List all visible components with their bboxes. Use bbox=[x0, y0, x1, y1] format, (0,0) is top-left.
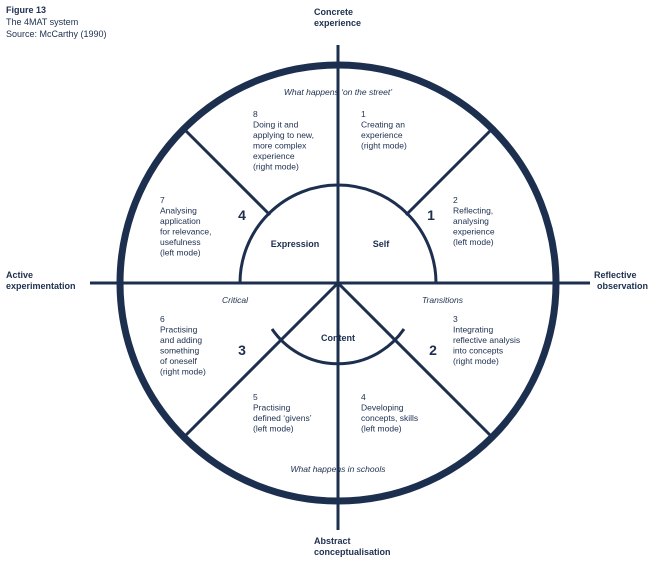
divider-upper-left bbox=[184, 129, 272, 217]
figure-caption: Figure 13 The 4MAT system Source: McCart… bbox=[6, 4, 107, 40]
figure-title: The 4MAT system bbox=[6, 17, 79, 27]
center-label-expression: Expression bbox=[271, 239, 320, 249]
segment-2-text: 2 Reflecting, analysing experience (left… bbox=[453, 195, 497, 247]
inner-upper-semicircle bbox=[238, 183, 438, 284]
axis-label-left: Active experimentation bbox=[6, 270, 76, 291]
segment-3-text: 3 Integrating reflective analysis into c… bbox=[453, 314, 522, 366]
axis-label-right: Reflective observation bbox=[594, 270, 648, 291]
axis-label-bottom: Abstract conceptualisation bbox=[314, 536, 391, 557]
outer-circle bbox=[116, 61, 560, 505]
divider-lower-right bbox=[336, 281, 492, 437]
quadrant-number-1: 1 bbox=[427, 207, 435, 223]
side-label-critical: Critical bbox=[222, 295, 249, 305]
quadrant-number-4: 4 bbox=[238, 207, 246, 223]
center-label-content: Content bbox=[321, 333, 355, 343]
segment-8-text: 8 Doing it and applying to new, more com… bbox=[253, 109, 316, 172]
inner-lower-arc bbox=[270, 328, 406, 366]
side-label-transitions: Transitions bbox=[422, 295, 464, 305]
divider-upper-right bbox=[404, 129, 492, 217]
figure-source: Source: McCarthy (1990) bbox=[6, 29, 107, 39]
quadrant-number-2: 2 bbox=[429, 342, 437, 358]
figure-label: Figure 13 bbox=[6, 5, 47, 15]
axis-label-top: Concrete experience bbox=[314, 7, 361, 28]
center-label-self: Self bbox=[373, 239, 391, 249]
segment-1-text: 1 Creating an experience (right mode) bbox=[361, 109, 407, 151]
hemisphere-label-top: What happens ‘on the street’ bbox=[284, 87, 392, 97]
segment-6-text: 6 Practising and adding something of one… bbox=[160, 314, 206, 377]
segment-7-text: 7 Analysing application for relevance, u… bbox=[160, 195, 214, 258]
hemisphere-label-bottom: What happens in schools bbox=[291, 464, 387, 474]
divider-lower-left bbox=[184, 281, 340, 437]
segment-4-text: 4 Developing concepts, skills (left mode… bbox=[361, 392, 421, 434]
quadrant-number-3: 3 bbox=[238, 342, 246, 358]
segment-5-text: 5 Practising defined ‘givens’ (left mode… bbox=[253, 392, 314, 434]
